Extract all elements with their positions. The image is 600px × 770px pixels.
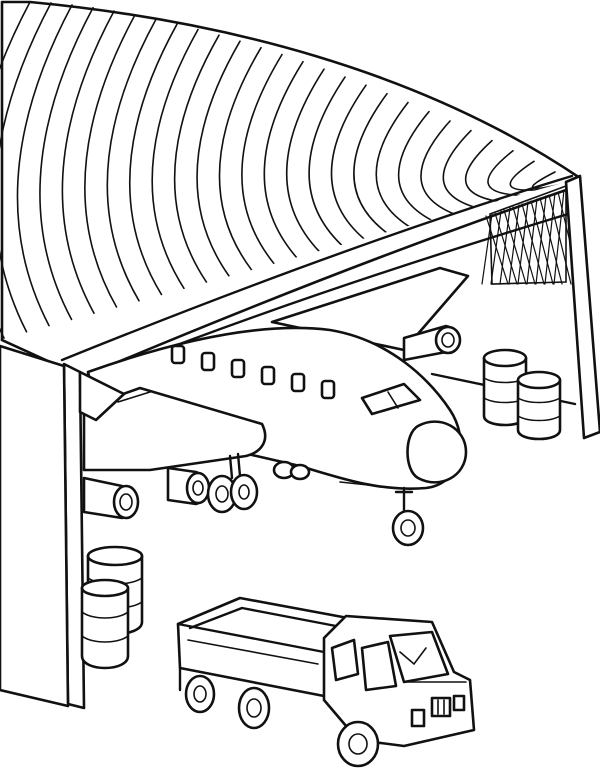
airplane-window	[260, 365, 276, 386]
airplane-window	[230, 358, 246, 379]
roof-ridge	[0, 1, 31, 339]
roof-ridge	[151, 28, 199, 290]
roof-ridge	[464, 139, 500, 203]
hangar-right-post	[564, 174, 600, 440]
roof-ridge	[128, 23, 178, 296]
fuel-barrel	[80, 578, 130, 670]
airplane-window	[200, 351, 216, 372]
roof-ridge	[84, 14, 136, 308]
roof-ridge	[442, 129, 478, 209]
airplane-main-gear	[206, 452, 259, 514]
fuel-barrels-right	[482, 348, 562, 441]
airplane	[78, 266, 470, 547]
roof-ridge	[420, 120, 455, 215]
truck-door-window	[360, 640, 398, 692]
airplane-window	[290, 372, 306, 393]
airplane-near-wing	[82, 386, 267, 472]
airplane-nose	[406, 420, 468, 484]
roof-ridge	[61, 10, 115, 314]
fuel-barrel	[516, 370, 562, 441]
roof-ridge	[263, 60, 304, 259]
roof-ridge	[0, 2, 52, 333]
airplane-nose-gear	[391, 486, 425, 547]
truck-wheel	[237, 686, 271, 730]
truck-wheel	[184, 674, 216, 714]
truck-side-window	[330, 638, 360, 682]
roof-ridge	[375, 101, 410, 228]
airplane-windshield	[360, 382, 422, 416]
roof-ridge	[397, 110, 433, 221]
roof-ridge	[308, 76, 346, 246]
hangar-roof-ridges	[0, 1, 568, 339]
roof-ridge	[330, 84, 367, 240]
airplane-near-engine	[82, 476, 140, 520]
airplane-window	[320, 379, 336, 400]
roof-ridge	[241, 53, 283, 265]
truck-grille	[410, 694, 466, 728]
airplane-tail	[78, 370, 126, 422]
truck-wheel	[336, 720, 380, 768]
hangar-left-wall	[0, 344, 70, 708]
roof-ridge	[218, 46, 262, 271]
airplane-rear-gear	[272, 460, 311, 481]
roof-ridge	[285, 68, 325, 252]
roof-ridge	[173, 34, 220, 283]
airplane-inner-engine	[166, 466, 211, 506]
roof-ridge	[16, 4, 73, 327]
fuel-barrels-left	[80, 545, 144, 670]
roof-ridge	[39, 6, 94, 321]
airplane-window	[170, 344, 186, 365]
airplane-far-engine	[402, 324, 462, 362]
roof-ridge	[196, 40, 241, 277]
hangar	[0, 0, 600, 710]
hangar-back-lattice	[481, 184, 581, 285]
roof-ridge	[353, 92, 388, 234]
dump-truck	[176, 596, 476, 768]
airplane-windows	[170, 344, 336, 400]
roof-ridge	[509, 160, 545, 191]
roof-ridge	[106, 18, 157, 302]
